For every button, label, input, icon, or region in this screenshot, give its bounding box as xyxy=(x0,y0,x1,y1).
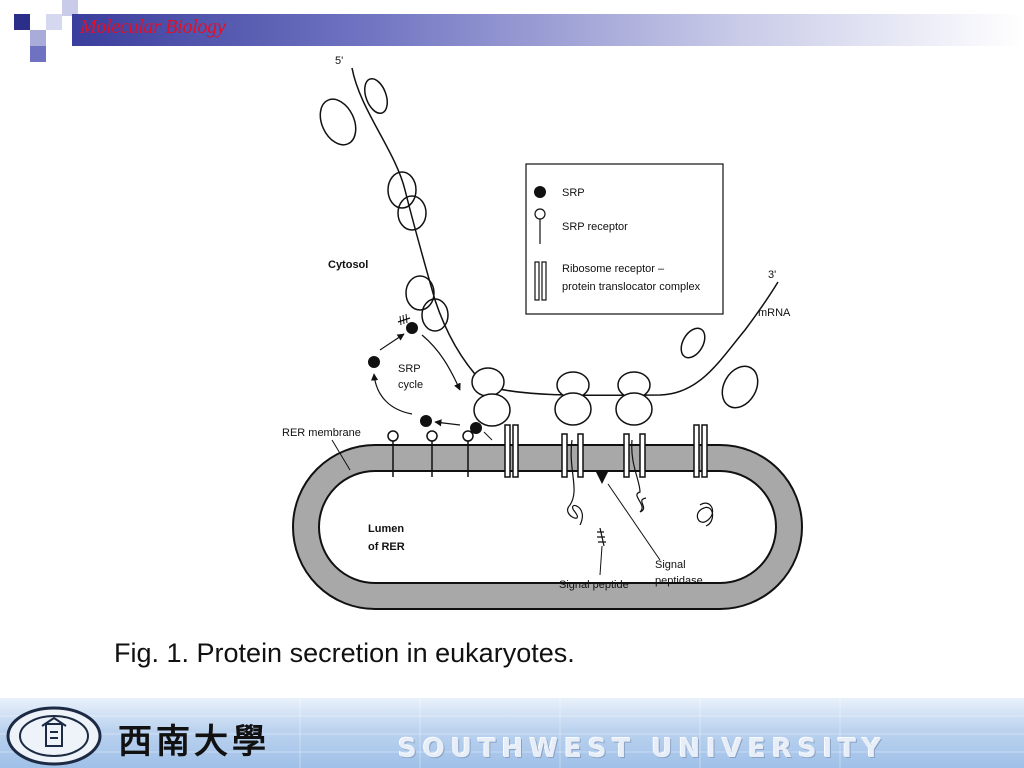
rer-membrane-label: RER membrane xyxy=(282,427,361,439)
srp-cycle-label-line1: SRP xyxy=(398,363,421,375)
legend-ribosome-receptor-line2: protein translocator complex xyxy=(562,281,701,293)
five-prime-label: 5' xyxy=(335,55,343,67)
slide-header: Molecular Biology xyxy=(0,0,1024,64)
legend-srp-receptor-symbol xyxy=(534,208,546,244)
mrna-label: mRNA xyxy=(758,307,791,319)
legend-ribosome-receptor-line1: Ribosome receptor – xyxy=(562,263,665,275)
free-ribosomes xyxy=(319,77,759,409)
signal-peptide-label: Signal peptide xyxy=(559,579,629,591)
legend-srp-symbol xyxy=(534,186,546,198)
nascent-polypeptides xyxy=(567,439,714,547)
footer-grid-pattern xyxy=(0,698,1024,768)
lumen-label-line1: Lumen xyxy=(368,523,404,535)
header-square-4 xyxy=(30,46,46,62)
header-title: Molecular Biology xyxy=(80,16,226,38)
header-square-3 xyxy=(46,14,62,30)
translocator-complexes xyxy=(504,424,708,478)
cytosol-label: Cytosol xyxy=(328,259,368,271)
legend-box: SRP SRP receptor Ribosome receptor – pro… xyxy=(525,163,724,315)
legend-srp-label: SRP xyxy=(562,187,585,199)
header-square-2 xyxy=(30,30,46,46)
srp-receptors xyxy=(387,430,474,477)
signal-peptidase-marker xyxy=(596,472,608,484)
header-gradient-bar xyxy=(72,14,1024,46)
srp-cycle-label-line2: cycle xyxy=(398,379,423,391)
university-footer: 西南大學 SOUTHWEST UNIVERSITY xyxy=(0,698,1024,768)
university-chinese-name: 西南大學 xyxy=(118,722,270,762)
legend-translocator-symbol xyxy=(534,261,547,301)
rer-membrane-shape xyxy=(292,444,803,610)
university-english-name: SOUTHWEST UNIVERSITY xyxy=(398,734,887,764)
srp-cycle xyxy=(368,313,493,441)
header-square-1 xyxy=(14,14,30,30)
signal-peptidase-label-line1: Signal xyxy=(655,559,686,571)
lumen-label-line2: of RER xyxy=(368,541,405,553)
legend-srp-receptor-label: SRP receptor xyxy=(562,221,628,233)
figure-caption: Fig. 1. Protein secretion in eukaryotes. xyxy=(114,638,575,668)
header-square-5 xyxy=(62,0,78,16)
three-prime-label: 3' xyxy=(768,269,776,281)
signal-peptidase-label-line2: peptidase xyxy=(655,575,703,587)
university-seal-icon xyxy=(6,706,102,766)
bound-ribosomes xyxy=(471,367,653,427)
pointer-lines xyxy=(331,439,661,576)
